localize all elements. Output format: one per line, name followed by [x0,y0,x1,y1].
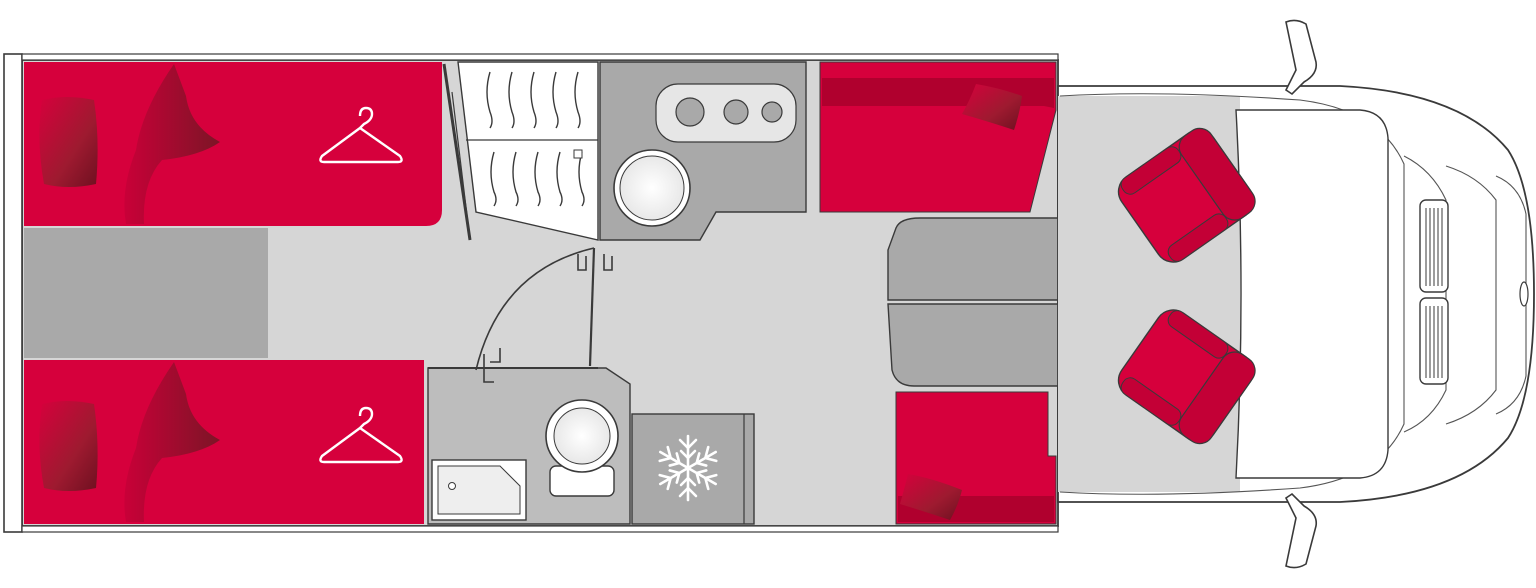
ventilation-grille [1419,199,1449,385]
washroom [427,247,631,525]
dining-table [887,217,1073,387]
hob-burner-icon [761,101,783,123]
fridge-cabinet [631,413,755,525]
pillow-icon [39,97,98,187]
pillow-icon [900,474,962,520]
cab-seat-passenger [1117,309,1256,445]
bonnet-line [1445,165,1497,425]
mirror-left [1284,19,1318,96]
shower-drain [448,482,456,490]
rear-bed-bottom [24,360,424,524]
outer-wall-bottom [21,525,1059,533]
hanger-icon [319,406,403,464]
door-handle [483,348,501,383]
dinette-sofa-bottom [895,391,1057,525]
hanging-clothes [486,71,585,207]
pillow-icon [962,84,1022,130]
shower-tray-shape [437,465,521,515]
wardrobe-door-inner [451,91,471,241]
folded-sheet [124,64,220,224]
door-handle [577,254,613,271]
wardrobe-door [442,63,472,241]
folded-sheet [124,362,220,522]
dashboard [1235,109,1389,479]
mirror-right [1284,492,1318,569]
outer-wall-top [21,53,1059,61]
snowflake-icon [654,434,722,502]
washroom-door [588,247,596,367]
windscreen-line [1403,155,1447,433]
table-leaf-top [887,217,1073,301]
rear-bed-top [24,62,442,226]
pillow-icon [39,401,98,491]
toilet-seat [553,407,611,465]
wardrobe-unit [442,61,599,241]
wardrobe-knob [573,149,583,159]
cab-inner-outline [1059,93,1405,495]
driver-cab [1057,19,1535,569]
bed-mattress [24,360,424,524]
hob-burner-icon [675,97,705,127]
hanger-icon [319,106,403,164]
dinette-sofa-top [819,61,1057,213]
wardrobe-body [457,61,599,241]
table-leaf-bottom [887,303,1073,387]
hob-burner-icon [723,99,749,125]
under-bed-storage [24,228,268,358]
kitchen-unit [599,61,807,241]
sink-basin [619,155,685,221]
cab-seat-driver [1117,127,1256,263]
washroom-door-arc [475,247,595,371]
rear-wall [3,53,23,533]
front-badge [1519,281,1529,307]
fridge-unit [631,413,755,525]
